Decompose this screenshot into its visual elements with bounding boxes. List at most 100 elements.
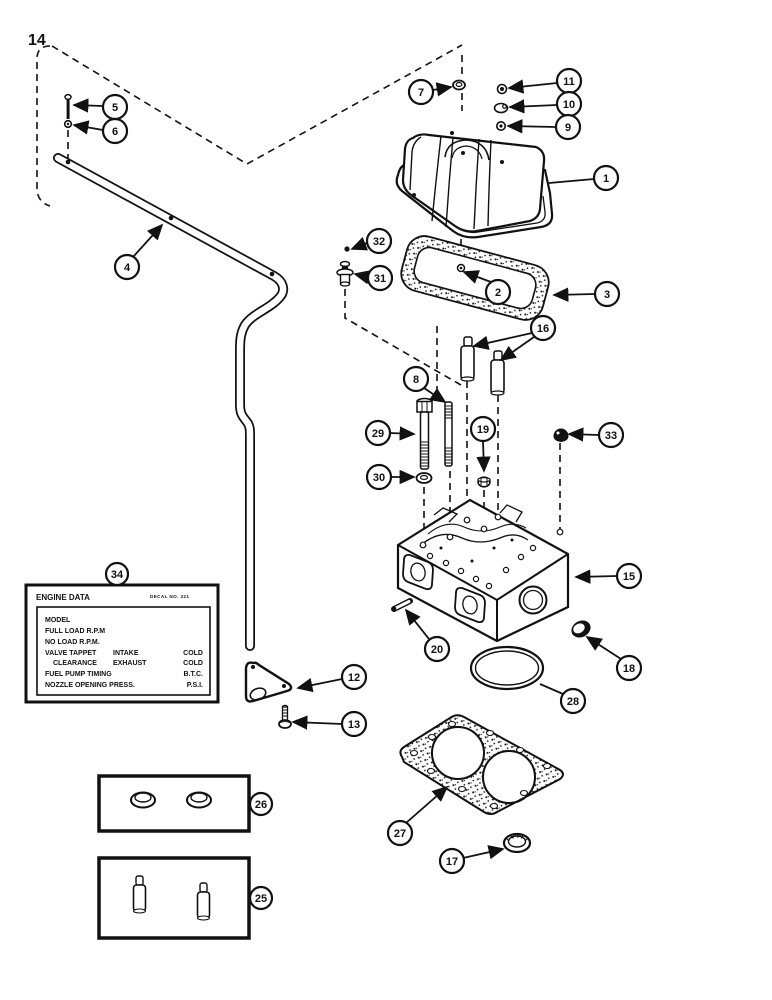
callout-5: 5 <box>72 93 129 121</box>
callout-12: 12 <box>296 663 368 693</box>
svg-text:34: 34 <box>111 569 124 581</box>
decal-row-label: NOZZLE OPENING PRESS. <box>45 682 135 689</box>
stud-part <box>444 401 453 467</box>
callout-13: 13 <box>291 710 368 738</box>
svg-text:19: 19 <box>477 424 489 436</box>
callout-3: 3 <box>552 280 621 308</box>
decal-row-label: VALVE TAPPET <box>45 650 97 657</box>
callout-1: 1 <box>548 164 620 192</box>
grommet <box>456 263 466 273</box>
dome-plug <box>553 428 569 443</box>
callout-15: 15 <box>574 562 643 590</box>
svg-text:31: 31 <box>374 273 386 285</box>
acorn-nut <box>496 83 508 95</box>
callout-34: 34 <box>104 561 130 587</box>
decal-row-value: COLD <box>183 650 203 657</box>
svg-text:6: 6 <box>112 126 118 138</box>
valve-guide-b <box>490 350 505 396</box>
callout-18: 18 <box>585 636 643 682</box>
decal-title: ENGINE DATA <box>36 593 90 602</box>
cap-screw <box>416 397 433 470</box>
svg-text:5: 5 <box>112 102 118 114</box>
cylinder-head <box>396 498 570 643</box>
cup-plug-large <box>571 620 591 638</box>
svg-text:13: 13 <box>348 719 360 731</box>
o-ring <box>469 645 545 691</box>
svg-text:15: 15 <box>623 571 635 583</box>
svg-text:10: 10 <box>563 99 575 111</box>
cover-washer <box>452 79 466 91</box>
valve-seat-package <box>97 774 251 833</box>
callout-8: 8 <box>402 365 447 403</box>
callout-11: 11 <box>507 67 583 95</box>
decal-row-mid: INTAKE <box>113 650 139 657</box>
svg-text:26: 26 <box>255 799 267 811</box>
plate-screw <box>278 704 292 729</box>
svg-text:7: 7 <box>418 87 424 99</box>
svg-text:18: 18 <box>623 663 635 675</box>
callout-19: 19 <box>469 415 497 473</box>
decal-row-label: FULL LOAD R.P.M <box>45 628 105 635</box>
decal-row-label: MODEL <box>45 617 71 624</box>
callout-17: 17 <box>438 845 505 875</box>
callout-27: 27 <box>386 785 449 847</box>
svg-text:33: 33 <box>605 430 617 442</box>
decal-row-value: B.T.C. <box>184 671 204 678</box>
callout-6: 6 <box>72 117 129 145</box>
valve-cover <box>395 131 554 239</box>
breather-valve <box>336 260 354 287</box>
page-number: 14 <box>28 32 46 49</box>
engine-data-decal: ENGINE DATA DECAL NO. 221 MODEL FULL LOA… <box>24 583 220 704</box>
svg-text:9: 9 <box>565 122 571 134</box>
svg-text:29: 29 <box>372 428 384 440</box>
dowel-pin <box>391 598 413 612</box>
callout-7: 7 <box>407 78 453 106</box>
callout-29: 29 <box>364 419 416 447</box>
svg-text:3: 3 <box>604 289 610 301</box>
svg-text:20: 20 <box>431 644 443 656</box>
cup-plug-small <box>502 832 532 854</box>
callout-4: 4 <box>113 223 164 281</box>
callout-28: 28 <box>539 683 587 715</box>
svg-text:30: 30 <box>373 472 385 484</box>
cover-plate <box>244 661 293 703</box>
decal-row-label: NO LOAD R.P.M. <box>45 639 100 646</box>
hex-nut <box>477 476 491 488</box>
svg-text:16: 16 <box>537 323 549 335</box>
valve-guide-a <box>460 336 475 382</box>
tube-clip-dot <box>168 215 174 221</box>
svg-text:8: 8 <box>413 374 419 386</box>
svg-text:2: 2 <box>495 287 501 299</box>
flat-washer <box>415 472 433 484</box>
decal-rows: MODEL FULL LOAD R.P.M NO LOAD R.P.M. VAL… <box>45 617 203 689</box>
callout-16: 16 <box>472 314 557 362</box>
screw-part <box>64 93 72 119</box>
callout-9: 9 <box>506 113 582 141</box>
tube-clip-dot <box>65 159 71 165</box>
breather-tube <box>53 153 289 651</box>
small-nut <box>495 121 506 132</box>
decal-row-label: CLEARANCE <box>53 660 97 667</box>
callout-26: 26 <box>248 791 274 817</box>
svg-text:27: 27 <box>394 828 406 840</box>
svg-text:1: 1 <box>603 173 609 185</box>
decal-number: DECAL NO. 221 <box>150 594 189 599</box>
svg-text:32: 32 <box>373 236 385 248</box>
svg-text:11: 11 <box>563 76 575 88</box>
svg-text:12: 12 <box>348 672 360 684</box>
tube-clip-dot <box>269 271 275 277</box>
decal-row-label: FUEL PUMP TIMING <box>45 671 112 678</box>
cup-washer <box>493 102 509 114</box>
valve-guide-package <box>97 856 251 940</box>
callout-31: 31 <box>353 264 394 292</box>
callout-10: 10 <box>508 90 583 118</box>
decal-row-value: P.S.I. <box>187 682 203 689</box>
callout-30: 30 <box>365 463 416 491</box>
svg-text:4: 4 <box>124 262 131 274</box>
callout-33: 33 <box>567 421 625 449</box>
callout-25: 25 <box>248 885 274 911</box>
decal-row-mid: EXHAUST <box>113 660 147 667</box>
callout-32: 32 <box>350 227 393 255</box>
